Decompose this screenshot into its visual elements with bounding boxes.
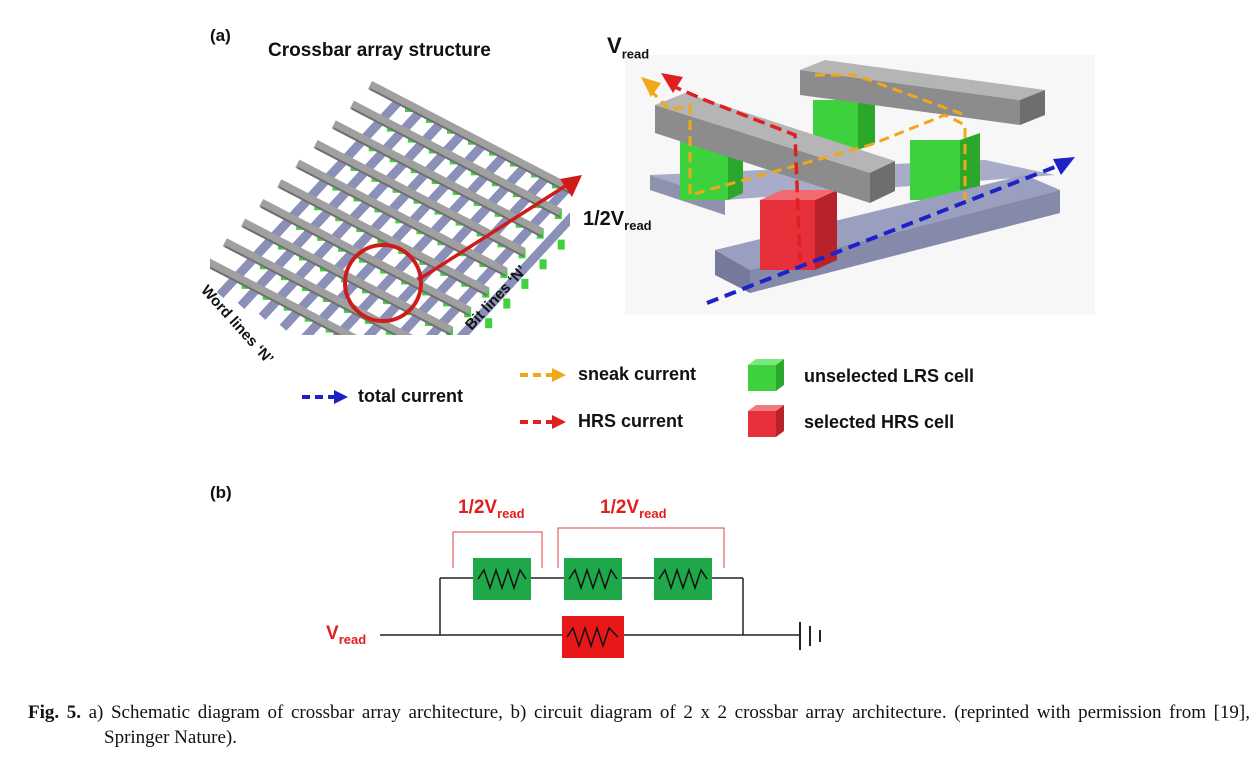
- v-read-label-a: Vread: [607, 33, 649, 61]
- word-line: [277, 179, 490, 296]
- half-v-main: 1/2V: [583, 208, 625, 230]
- word-line-edge: [333, 127, 543, 238]
- total-current-path: [706, 163, 1061, 305]
- total-current-arrow-icon: [302, 390, 348, 404]
- legend-sneak-current: sneak current: [578, 364, 697, 384]
- hrs-current-arrow-icon: [520, 415, 566, 429]
- front-top-bar: [655, 105, 870, 203]
- memory-cell: [521, 278, 529, 289]
- v-read-label-b: Vread: [326, 623, 366, 647]
- word-line-edge: [224, 245, 398, 335]
- hrs-current-path: [669, 83, 802, 261]
- half-v-right-sub: read: [639, 505, 667, 521]
- word-line-edge: [351, 107, 561, 218]
- word-line-edge: [278, 186, 488, 297]
- word-line-edge: [369, 88, 570, 195]
- caption-fig-label: Fig. 5.: [28, 702, 81, 723]
- lrs-cell-front-right: [910, 140, 960, 200]
- word-line-edge: [296, 166, 506, 277]
- word-line-edge: [315, 147, 525, 258]
- legend-unselected-lrs: unselected LRS cell: [804, 366, 975, 386]
- half-v-read-left-b: 1/2Vread: [458, 497, 525, 521]
- crossbar-array-illustration: [210, 81, 570, 335]
- word-line: [295, 159, 508, 276]
- hrs-cell-legend-icon: [748, 405, 784, 437]
- word-line: [331, 120, 544, 237]
- word-line: [222, 238, 413, 335]
- half-v-left-main: 1/2V: [458, 497, 498, 518]
- word-line: [259, 198, 472, 316]
- word-line-edge: [260, 206, 470, 316]
- word-line: [210, 258, 358, 335]
- v-read-main: V: [607, 33, 622, 58]
- sneak-current-path: [648, 88, 967, 205]
- v-read-b-sub: read: [338, 631, 367, 647]
- resistor-hrs: [562, 616, 624, 658]
- word-line: [367, 81, 570, 195]
- memory-cell: [503, 298, 511, 309]
- half-v-left-sub: read: [497, 505, 525, 521]
- circuit-diagram: [380, 527, 821, 658]
- resistor-lrs-3: [654, 558, 712, 600]
- top-word-lines: [210, 81, 570, 335]
- legend-total-current: total current: [358, 386, 464, 406]
- zoomed-cell-illustration: [625, 55, 1095, 315]
- crossbar-title: Crossbar array structure: [268, 40, 491, 61]
- sneak-current-arrow-icon: [520, 368, 566, 382]
- resistor-lrs-2: [564, 558, 622, 600]
- word-line: [349, 100, 562, 217]
- memory-cell: [485, 318, 493, 329]
- lrs-cell-legend-icon: [748, 359, 784, 391]
- legend-selected-hrs: selected HRS cell: [804, 412, 955, 432]
- resistor-lrs-1: [473, 558, 531, 600]
- selection-circle: [343, 243, 423, 323]
- caption-text: a) Schematic diagram of crossbar array a…: [81, 702, 1250, 748]
- v-read-b-main: V: [326, 623, 339, 644]
- panel-a-label: (a): [210, 26, 231, 45]
- panel-b-label: (b): [210, 483, 232, 502]
- legend-hrs-current: HRS current: [578, 411, 684, 431]
- back-top-bar: [800, 70, 1020, 125]
- v-read-sub: read: [621, 46, 650, 62]
- half-v-read-label-a: 1/2Vread: [583, 208, 652, 233]
- hrs-cell-selected: [760, 200, 815, 270]
- bit-line: [456, 212, 570, 335]
- memory-cell: [557, 239, 565, 250]
- memory-cell: [539, 259, 547, 270]
- half-v-right-main: 1/2V: [600, 497, 640, 518]
- figure-caption: Fig. 5. a) Schematic diagram of crossbar…: [28, 700, 1250, 750]
- half-v-read-right-b: 1/2Vread: [600, 497, 667, 521]
- half-v-sub: read: [624, 218, 652, 233]
- word-line-edge: [210, 266, 342, 335]
- zoom-arrow: [417, 175, 582, 282]
